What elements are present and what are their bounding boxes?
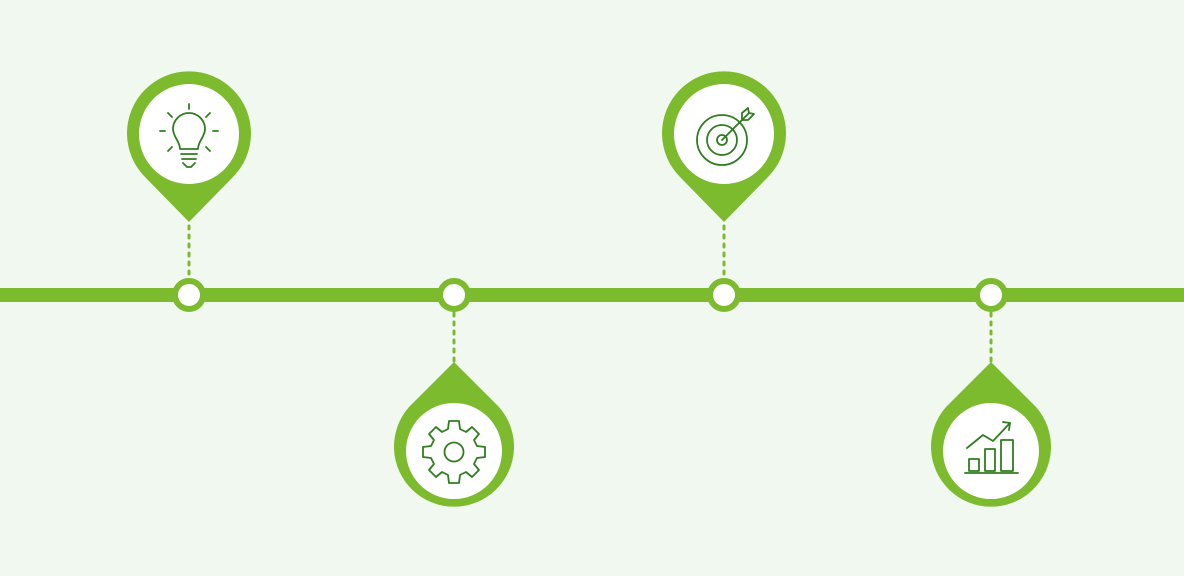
milestone-2-badge <box>406 403 502 499</box>
lightbulb-icon <box>159 103 219 168</box>
milestone-4-node[interactable] <box>974 278 1008 312</box>
milestone-3-node[interactable] <box>707 278 741 312</box>
milestone-1-badge <box>139 84 239 184</box>
milestone-2 <box>394 278 514 507</box>
milestone-4 <box>931 278 1051 507</box>
milestone-3 <box>661 71 786 312</box>
growth-chart-icon <box>964 421 1019 474</box>
target-icon <box>696 107 755 166</box>
milestone-1-node[interactable] <box>172 278 206 312</box>
milestone-2-node[interactable] <box>437 278 471 312</box>
gear-icon <box>422 420 486 484</box>
milestone-3-badge <box>674 84 774 184</box>
milestone-1 <box>126 71 251 312</box>
milestone-4-badge <box>943 403 1039 499</box>
timeline-bar <box>0 288 1184 302</box>
